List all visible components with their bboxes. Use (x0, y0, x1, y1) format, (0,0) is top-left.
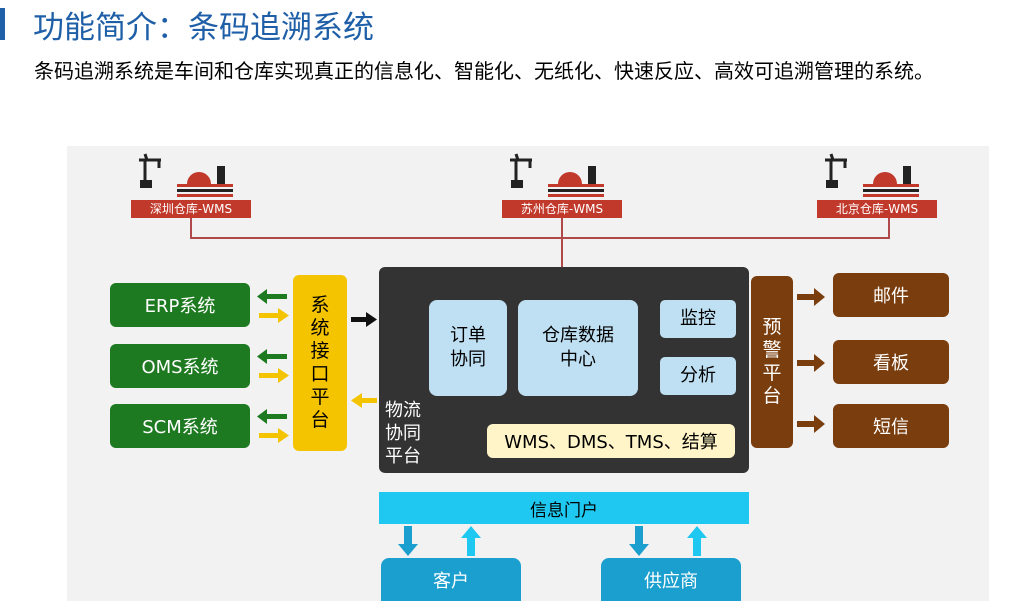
order-collaboration-box: 订单 协同 (429, 300, 507, 396)
supplier-label: 供应商 (644, 570, 698, 592)
interface-platform-char: 口 (310, 363, 330, 385)
interface-platform: 系 统 接 口 平 台 (293, 275, 347, 451)
platform-link-arrows (351, 312, 377, 408)
wire-shenzhen (190, 212, 192, 238)
interface-platform-char: 接 (310, 340, 330, 362)
email-label: 邮件 (873, 286, 909, 307)
wire-horizontal (190, 237, 890, 239)
arrow-right-icon (797, 354, 825, 372)
interface-platform-char: 系 (310, 294, 330, 316)
intro-paragraph: 条码追溯系统是车间和仓库实现真正的信息化、智能化、无纸化、快速反应、高效可追溯管… (34, 59, 934, 83)
collab-platform-line: 平台 (385, 446, 421, 467)
sms-label: 短信 (873, 417, 909, 438)
warehouse-data-center-box: 仓库数据 中心 (518, 300, 638, 396)
info-portal-bar: 信息门户 (379, 492, 749, 524)
wire-beijing (888, 212, 890, 238)
page-title: 功能简介：条码追溯系统 (33, 10, 374, 46)
scm-system-box: SCM系统 (110, 404, 250, 448)
collab-platform-label: 物流 协同 平台 (385, 399, 421, 468)
arrow-up-icon (461, 526, 481, 556)
analysis-box: 分析 (660, 357, 736, 395)
crane-factory-icon (510, 153, 604, 197)
warehouse-beijing: 北京仓库-WMS (817, 152, 937, 224)
interface-platform-char: 平 (310, 386, 330, 408)
warning-platform: 预 警 平 台 (751, 276, 793, 448)
warehouse-label: 深圳仓库-WMS (131, 200, 251, 218)
arrow-down-icon (398, 526, 418, 556)
arrow-left-icon (257, 349, 287, 364)
crane-factory-icon (139, 153, 233, 197)
customer-box: 客户 (381, 558, 521, 601)
system-diagram: 深圳仓库-WMS 苏州仓库-WMS 北京仓库-WMS ERP系统 OMS系统 S… (67, 146, 989, 601)
alert-output-arrows (797, 288, 825, 433)
warehouse-shenzhen: 深圳仓库-WMS (131, 152, 251, 224)
arrow-right-icon (259, 308, 289, 323)
subsystems-label: WMS、DMS、TMS、结算 (504, 432, 718, 453)
arrow-down-icon (629, 526, 649, 556)
warehouse-label: 北京仓库-WMS (817, 200, 937, 218)
warning-platform-char: 警 (762, 339, 782, 361)
email-output-box: 邮件 (833, 273, 949, 317)
arrow-right-icon (259, 428, 289, 443)
warehouse-label: 苏州仓库-WMS (502, 200, 622, 218)
interface-arrows (257, 289, 289, 443)
wire-suzhou (561, 212, 563, 267)
arrow-right-icon (259, 368, 289, 383)
interface-platform-char: 统 (310, 317, 330, 339)
warning-platform-char: 台 (762, 385, 782, 407)
sms-output-box: 短信 (833, 404, 949, 448)
dashboard-label: 看板 (873, 353, 909, 374)
dashboard-output-box: 看板 (833, 340, 949, 384)
arrow-left-icon (257, 409, 287, 424)
interface-platform-char: 台 (310, 409, 330, 431)
arrow-right-icon (351, 312, 377, 327)
monitor-box: 监控 (660, 300, 736, 338)
supplier-box: 供应商 (601, 558, 741, 601)
order-collab-label: 协同 (450, 349, 486, 370)
data-center-label: 中心 (560, 349, 596, 370)
warehouse-suzhou: 苏州仓库-WMS (502, 152, 622, 224)
order-collab-label: 订单 (450, 325, 486, 346)
arrow-left-icon (257, 289, 287, 304)
crane-factory-icon (825, 153, 919, 197)
arrow-right-icon (797, 415, 825, 433)
erp-system-label: ERP系统 (144, 296, 216, 317)
info-portal-label: 信息门户 (530, 500, 598, 521)
data-center-label: 仓库数据 (542, 325, 614, 346)
arrow-left-icon (351, 393, 377, 408)
collab-platform-line: 协同 (385, 423, 421, 444)
warning-platform-char: 预 (762, 316, 782, 338)
subsystems-box: WMS、DMS、TMS、结算 (487, 424, 735, 458)
oms-system-box: OMS系统 (110, 344, 250, 388)
arrow-right-icon (797, 288, 825, 306)
title-accent-bar (0, 8, 5, 40)
scm-system-label: SCM系统 (142, 417, 218, 438)
portal-arrows (398, 526, 707, 556)
warning-platform-char: 平 (762, 362, 782, 384)
arrow-up-icon (687, 526, 707, 556)
customer-label: 客户 (433, 570, 469, 592)
erp-system-box: ERP系统 (110, 283, 250, 327)
monitor-label: 监控 (680, 308, 716, 329)
oms-system-label: OMS系统 (141, 357, 219, 378)
collab-platform-line: 物流 (385, 400, 421, 421)
analysis-label: 分析 (680, 365, 716, 386)
